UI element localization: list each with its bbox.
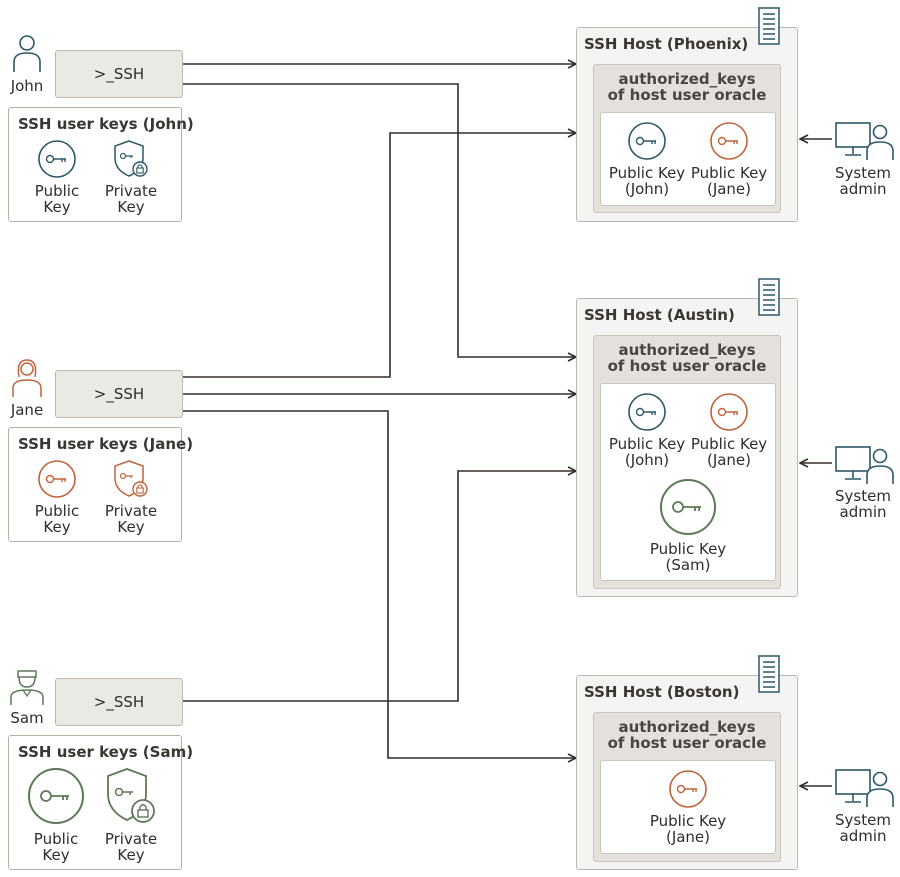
shield-lock-icon (114, 140, 148, 177)
host-title: SSH Host (Phoenix) (584, 35, 749, 53)
server-icon (758, 7, 780, 45)
panel-title: SSH user keys (John) (18, 115, 194, 133)
person-icon (13, 35, 41, 72)
user-name-jane: Jane (10, 401, 44, 419)
public-key-jane-label: Public Key(Jane) (690, 435, 768, 469)
key-icon (660, 479, 716, 535)
line-jane-boston (183, 410, 576, 758)
shield-lock-icon (114, 460, 148, 497)
key-icon (38, 460, 76, 498)
public-key-jane-label: Public Key(Jane) (690, 164, 768, 198)
shield-lock-icon (107, 768, 155, 823)
line-jane-phoenix (183, 133, 576, 378)
public-key-sam-label: Public Key(Sam) (649, 540, 727, 574)
user-name-sam: Sam (10, 709, 44, 727)
public-key-john-label: Public Key(John) (608, 435, 686, 469)
key-icon (669, 770, 707, 808)
line-john-austin (183, 83, 576, 357)
ssh-client-sam[interactable]: >_SSH (55, 678, 183, 726)
key-icon (710, 393, 748, 431)
key-icon (710, 122, 748, 160)
authorized-keys-list: Public Key(John) Public Key(Jane) (600, 112, 776, 206)
ssh-client-jane[interactable]: >_SSH (55, 370, 183, 418)
user-name-john: John (10, 77, 44, 95)
key-icon (628, 393, 666, 431)
host-title: SSH Host (Boston) (584, 683, 740, 701)
person-icon (12, 359, 42, 397)
public-key-john-label: Public Key(John) (608, 164, 686, 198)
panel-title: SSH user keys (Sam) (18, 743, 194, 761)
authorized-keys-list: Public Key(Jane) (600, 760, 776, 854)
key-icon (28, 768, 84, 824)
person-icon (10, 670, 44, 705)
admin-workstation-icon (835, 769, 894, 807)
server-icon (758, 278, 780, 316)
ssh-client-john[interactable]: >_SSH (55, 50, 183, 98)
admin-workstation-icon (835, 446, 894, 484)
key-icon (38, 140, 76, 178)
authorized-keys-list: Public Key(John) Public Key(Jane) Public… (600, 383, 776, 581)
admin-workstation-icon (835, 122, 894, 160)
key-icon (628, 122, 666, 160)
host-title: SSH Host (Austin) (584, 306, 735, 324)
panel-title: SSH user keys (Jane) (18, 435, 194, 453)
line-sam-austin (183, 471, 576, 702)
server-icon (758, 655, 780, 693)
public-key-jane-label: Public Key(Jane) (649, 812, 727, 846)
